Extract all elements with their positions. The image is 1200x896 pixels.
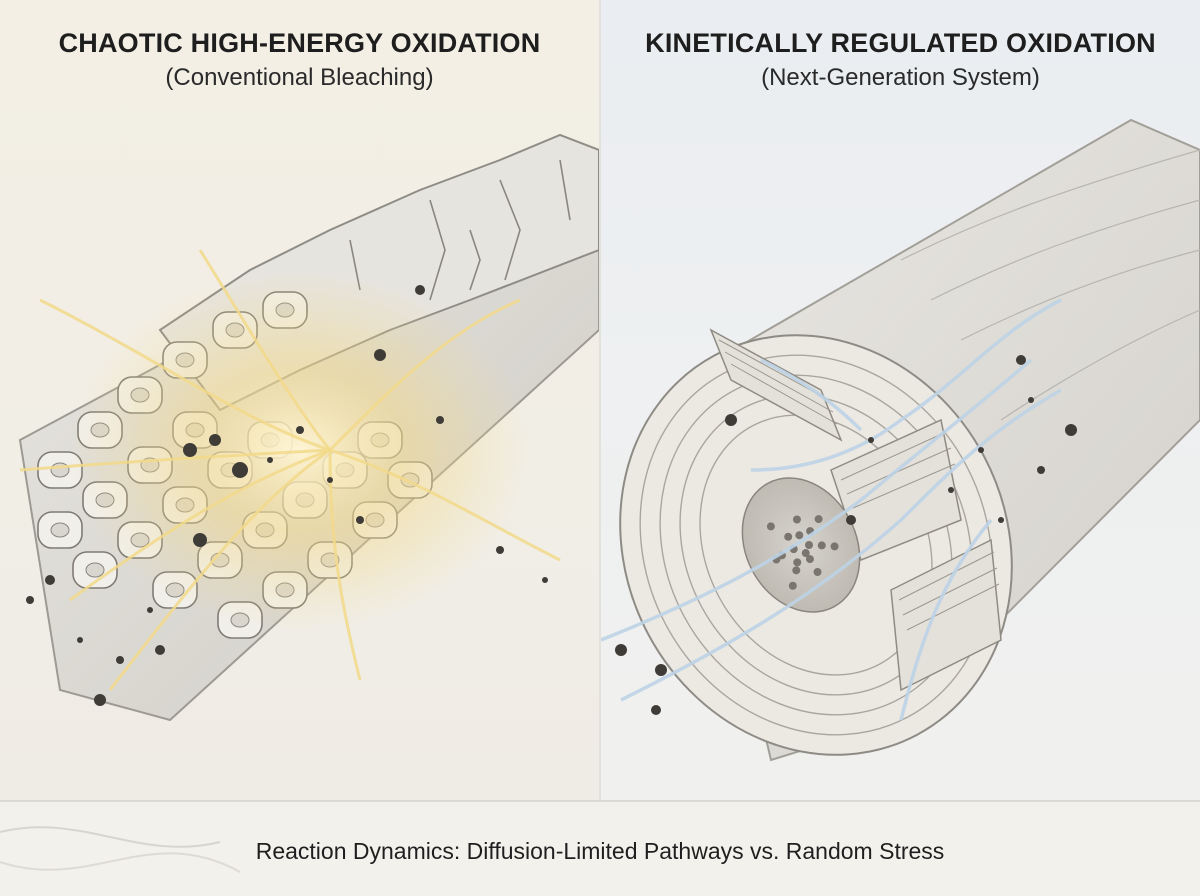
medulla-granule bbox=[814, 515, 823, 524]
medulla-granule bbox=[795, 531, 804, 540]
debris-particle bbox=[327, 477, 333, 483]
right-panel: KINETICALLY REGULATED OXIDATION (Next-Ge… bbox=[601, 0, 1200, 800]
debris-particle bbox=[94, 694, 106, 706]
medulla-granule bbox=[766, 522, 775, 531]
medulla-granule bbox=[830, 542, 839, 551]
damaged-hair-fiber-illustration bbox=[18, 133, 599, 722]
debris-particle bbox=[267, 457, 273, 463]
medulla-granule bbox=[801, 549, 810, 558]
energy-streaks bbox=[19, 249, 561, 691]
extracted-pigment-particles bbox=[615, 355, 1077, 715]
pigment-particle bbox=[868, 437, 874, 443]
cell-nucleus bbox=[50, 522, 70, 538]
debris-particle bbox=[209, 434, 221, 446]
debris-particle bbox=[116, 656, 124, 664]
oxidation-energy-glow bbox=[70, 270, 530, 630]
pigment-particle bbox=[1037, 466, 1045, 474]
left-panel: CHAOTIC HIGH-ENERGY OXIDATION (Conventio… bbox=[0, 0, 599, 800]
debris-particle bbox=[77, 637, 83, 643]
cell-nucleus bbox=[85, 562, 105, 578]
pigment-particle bbox=[1028, 397, 1034, 403]
medulla-granule bbox=[784, 532, 793, 541]
right-panel-title: KINETICALLY REGULATED OXIDATION bbox=[645, 28, 1156, 58]
intact-hair-fiber-illustration bbox=[601, 118, 1200, 762]
oxidation-debris-particles bbox=[26, 285, 548, 706]
decorative-swirl bbox=[0, 826, 241, 873]
pigment-particle bbox=[651, 705, 661, 715]
pigment-particle bbox=[948, 487, 954, 493]
medulla-granule bbox=[817, 541, 826, 550]
right-panel-subtitle: (Next-Generation System) bbox=[761, 64, 1040, 91]
figure-caption: Reaction Dynamics: Diffusion-Limited Pat… bbox=[255, 838, 945, 864]
debris-particle bbox=[374, 349, 386, 361]
cuticle-cracks bbox=[349, 159, 571, 301]
pigment-particle bbox=[725, 414, 737, 426]
debris-particle bbox=[147, 607, 153, 613]
pigment-particle bbox=[846, 515, 856, 525]
pigment-particle bbox=[615, 644, 627, 656]
debris-particle bbox=[542, 577, 548, 583]
pigment-particle bbox=[1016, 355, 1026, 365]
medulla-granule bbox=[788, 581, 797, 590]
medulla-granule bbox=[793, 558, 802, 567]
debris-particle bbox=[436, 416, 444, 424]
medulla-granule bbox=[805, 541, 813, 549]
pigment-particle bbox=[655, 664, 667, 676]
cuticle-surface-lines bbox=[900, 149, 1200, 421]
debris-particle bbox=[232, 462, 248, 478]
debris-particle bbox=[356, 516, 364, 524]
debris-particle bbox=[415, 285, 425, 295]
panel-divider bbox=[599, 0, 601, 800]
footer bbox=[0, 802, 1200, 896]
fibril-striations bbox=[718, 339, 1000, 631]
debris-particle bbox=[26, 596, 34, 604]
footer-divider bbox=[0, 800, 1200, 802]
left-panel-title: CHAOTIC HIGH-ENERGY OXIDATION bbox=[58, 28, 541, 58]
pigment-particle bbox=[978, 447, 984, 453]
debris-particle bbox=[45, 575, 55, 585]
debris-particle bbox=[296, 426, 304, 434]
debris-particle bbox=[183, 443, 197, 457]
medulla-granule bbox=[792, 566, 801, 575]
pigment-particle bbox=[1065, 424, 1077, 436]
medulla-granule bbox=[813, 567, 822, 576]
debris-particle bbox=[155, 645, 165, 655]
medulla-granule bbox=[805, 555, 814, 564]
medulla-granule bbox=[792, 515, 801, 524]
left-panel-subtitle: (Conventional Bleaching) bbox=[165, 64, 434, 91]
pigment-particle bbox=[998, 517, 1004, 523]
debris-particle bbox=[193, 533, 207, 547]
diffusion-flow-streams bbox=[601, 298, 1062, 721]
debris-particle bbox=[496, 546, 504, 554]
